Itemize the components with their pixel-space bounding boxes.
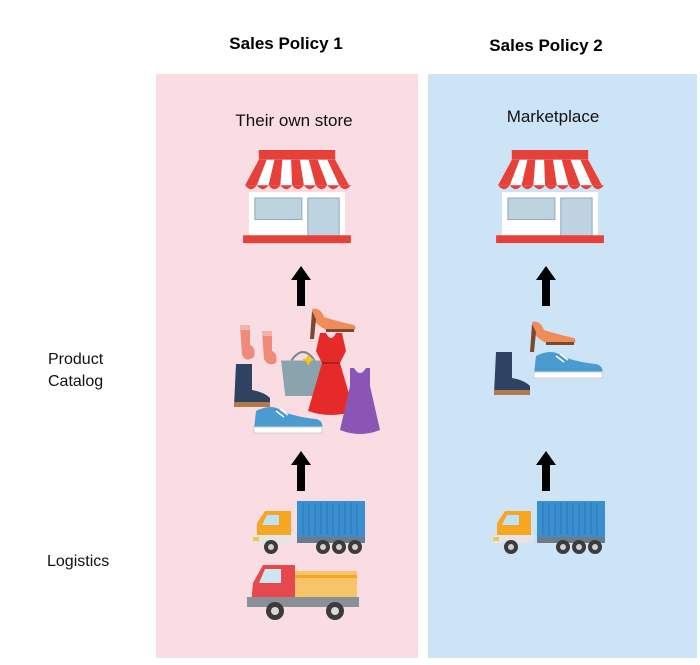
boot-icon: [492, 352, 532, 396]
product-catalog-label: Product Catalog: [48, 349, 103, 393]
up-arrow-icon: [291, 450, 311, 492]
logistics-label: Logistics: [47, 553, 110, 570]
sales-policy-2-title: Sales Policy 2: [489, 36, 603, 55]
product-catalog-line2: Catalog: [48, 373, 104, 390]
marketplace-label: Marketplace: [506, 107, 600, 126]
store-icon: [494, 150, 606, 248]
boot-icon: [232, 364, 272, 408]
store-icon: [241, 150, 353, 248]
up-arrow-icon: [536, 450, 556, 492]
sales-policy-1-title: Sales Policy 1: [229, 34, 343, 53]
sneaker-icon: [532, 348, 604, 380]
up-arrow-icon: [536, 265, 556, 307]
delivery-truck-icon: [247, 563, 359, 621]
container-truck-icon: [493, 501, 605, 557]
sneaker-icon: [252, 403, 324, 435]
dress-icon: [338, 367, 382, 435]
product-catalog-line1: Product: [48, 351, 104, 368]
up-arrow-icon: [291, 265, 311, 307]
container-truck-icon: [253, 501, 365, 557]
own-store-label: Their own store: [235, 111, 353, 130]
